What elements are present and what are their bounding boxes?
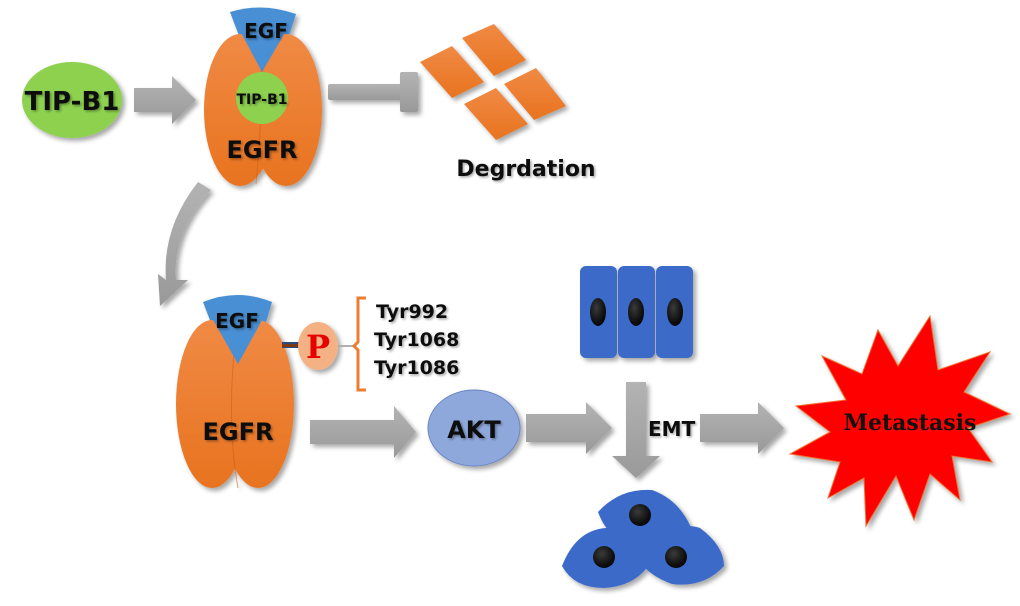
egfr-top-receptor [204, 7, 322, 186]
akt-label: AKT [447, 416, 501, 444]
curved-arrow-egfr-down [158, 182, 211, 306]
egfr-top-right-lobe [250, 34, 322, 186]
egf-bottom-label: EGF [215, 309, 259, 333]
phospho-site-1: Tyr992 [376, 301, 448, 323]
metastasis-label: Metastasis [844, 410, 977, 436]
tipb1-label: TIP-B1 [25, 87, 120, 117]
tipb1-bound [236, 72, 288, 124]
arrow-emt-transition [612, 382, 660, 478]
tipb1-node [22, 62, 122, 138]
egfr-bottom-label: EGFR [203, 418, 274, 446]
egf-top-label: EGF [244, 19, 288, 43]
degradation-fragments-icon [420, 24, 566, 140]
phospho-site-3: Tyr1086 [374, 357, 459, 379]
arrow-egfr-to-akt [310, 406, 416, 458]
arrow-tipb1-to-egfr [134, 76, 196, 124]
akt-node [427, 389, 521, 467]
phospho-linker [282, 342, 302, 348]
epithelial-cells-icon [580, 266, 693, 358]
degradation-label: Degrdation [456, 157, 595, 182]
inhibition-arrow-to-degradation [328, 72, 418, 112]
arrow-akt-to-emt [526, 402, 612, 454]
metastasis-burst-icon [788, 314, 1012, 528]
phospho-label: P [306, 328, 330, 366]
phospho-site-bracket [351, 296, 366, 392]
tipb1-bound-label: TIP-B1 [237, 92, 288, 108]
phospho-node [298, 322, 338, 370]
egfr-bottom-right-lobe [222, 320, 294, 488]
mesenchymal-cells-icon [562, 489, 724, 588]
phospho-site-2: Tyr1068 [374, 329, 459, 351]
egfr-top-label: EGFR [227, 136, 298, 164]
egfr-bottom-receptor [176, 295, 294, 489]
arrow-emt-to-metastasis [700, 402, 784, 454]
emt-label: EMT [648, 417, 696, 441]
